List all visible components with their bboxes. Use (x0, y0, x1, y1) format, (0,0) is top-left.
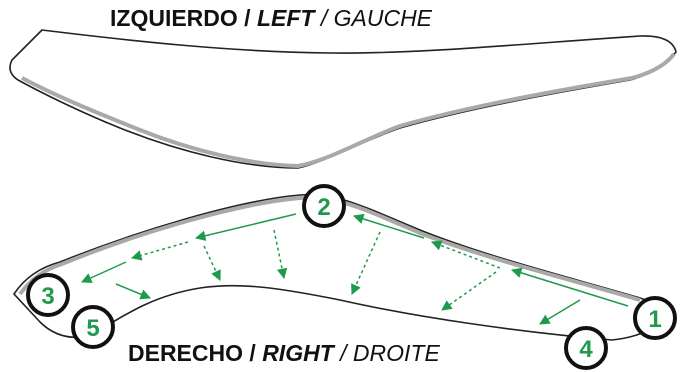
arrow-1-to-2-b (431, 240, 501, 269)
arrow-press-4 (441, 271, 497, 311)
arrow-1-to-2-c (352, 213, 425, 239)
left-seat-piece (9, 29, 677, 169)
bottom-label-es: DERECHO / (128, 340, 262, 366)
top-label-fr: / GAUCHE (314, 5, 432, 31)
arrow-press-3 (351, 231, 381, 295)
arrow-2-to-3-b (130, 241, 189, 261)
arrow-press-1 (203, 245, 221, 281)
step-number-2: 2 (317, 194, 330, 221)
bottom-label-fr: / DROITE (334, 340, 441, 366)
step-number-5: 5 (86, 315, 99, 342)
arrow-3-to-5 (115, 283, 151, 300)
step-badge-2: 2 (302, 184, 346, 228)
left-seat-body (9, 29, 677, 169)
top-label: IZQUIERDO / LEFT / GAUCHE (110, 5, 433, 31)
step-badge-3: 3 (26, 273, 70, 317)
direction-arrows (81, 213, 629, 325)
step-number-3: 3 (41, 283, 54, 310)
step-badge-1: 1 (633, 296, 677, 340)
step-badge-4: 4 (564, 326, 608, 370)
bottom-label-en: RIGHT (262, 340, 336, 366)
arrow-press-5 (539, 299, 581, 325)
arrow-1-to-2-a (510, 267, 629, 307)
bottom-label: DERECHO / RIGHT / DROITE (128, 340, 440, 366)
top-label-en: LEFT (257, 5, 316, 31)
step-badge-5: 5 (71, 305, 115, 349)
arrow-2-to-3-c (81, 261, 127, 283)
arrow-press-2 (273, 229, 288, 280)
left-seat-gray-edge (21, 52, 676, 169)
arrow-2-to-3-a (194, 213, 297, 241)
step-number-4: 4 (579, 336, 593, 363)
step-number-1: 1 (648, 306, 661, 333)
top-label-es: IZQUIERDO / (110, 5, 257, 31)
